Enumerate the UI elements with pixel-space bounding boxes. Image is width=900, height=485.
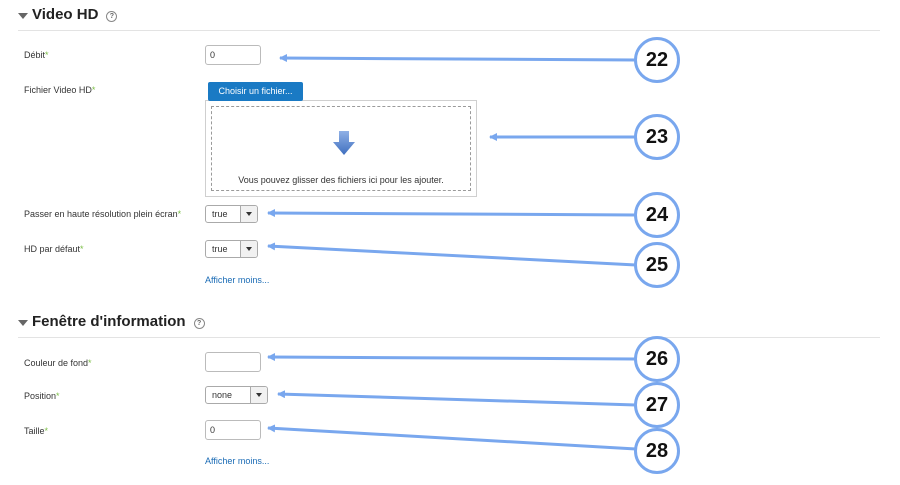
debit-label: Débit* xyxy=(24,50,49,60)
couleur-input[interactable] xyxy=(205,352,261,372)
section-header-video-hd[interactable]: Video HD ? xyxy=(18,6,118,23)
required-marker: * xyxy=(177,209,182,219)
position-label: Position* xyxy=(24,391,60,401)
callout-26: 26 xyxy=(634,336,680,382)
callout-25: 25 xyxy=(634,242,680,288)
chevron-down-icon xyxy=(246,212,252,216)
arrow-24 xyxy=(267,209,638,218)
debit-input[interactable]: 0 xyxy=(205,45,261,65)
select-value: true xyxy=(212,209,228,219)
required-marker: * xyxy=(56,391,60,401)
select-toggle[interactable] xyxy=(250,387,267,403)
required-marker: * xyxy=(80,244,84,254)
taille-label: Taille* xyxy=(24,426,49,436)
section-divider xyxy=(18,337,880,338)
hd-defaut-select[interactable]: true xyxy=(205,240,258,258)
position-select[interactable]: none xyxy=(205,386,268,404)
file-drop-zone[interactable]: Vous pouvez glisser des fichiers ici pou… xyxy=(211,106,471,191)
select-toggle[interactable] xyxy=(240,206,257,222)
arrow-27 xyxy=(277,390,638,407)
chevron-down-icon xyxy=(246,247,252,251)
chevron-down-icon xyxy=(256,393,262,397)
choose-file-button[interactable]: Choisir un fichier... xyxy=(208,82,303,101)
drop-hint-text: Vous pouvez glisser des fichiers ici pou… xyxy=(238,175,444,185)
callout-28: 28 xyxy=(634,428,680,474)
required-marker: * xyxy=(91,85,96,95)
callout-27: 27 xyxy=(634,382,680,428)
file-drop-area[interactable]: Vous pouvez glisser des fichiers ici pou… xyxy=(205,100,477,197)
caret-down-icon[interactable] xyxy=(18,319,28,326)
select-value: none xyxy=(212,390,233,400)
required-marker: * xyxy=(88,358,92,368)
section-divider xyxy=(18,30,880,31)
section-header-fenetre[interactable]: Fenêtre d'information ? xyxy=(18,313,205,330)
callout-23: 23 xyxy=(634,114,680,160)
select-value: true xyxy=(212,244,228,254)
fichier-label: Fichier Video HD* xyxy=(24,85,96,95)
plein-ecran-label: Passer en haute résolution plein écran* xyxy=(24,209,182,219)
help-icon[interactable]: ? xyxy=(193,317,205,329)
help-icon[interactable]: ? xyxy=(106,10,118,22)
arrow-28 xyxy=(267,424,638,451)
hd-defaut-label: HD par défaut* xyxy=(24,244,84,254)
arrow-26 xyxy=(267,353,638,362)
section-title: Fenêtre d'information xyxy=(32,313,186,330)
plein-ecran-select[interactable]: true xyxy=(205,205,258,223)
callout-24: 24 xyxy=(634,192,680,238)
down-arrow-icon xyxy=(333,131,355,155)
required-marker: * xyxy=(44,426,49,436)
couleur-label: Couleur de fond* xyxy=(24,358,92,368)
arrow-25 xyxy=(267,242,638,267)
show-less-link[interactable]: Afficher moins... xyxy=(205,456,270,466)
taille-input[interactable]: 0 xyxy=(205,420,261,440)
show-less-link[interactable]: Afficher moins... xyxy=(205,275,270,285)
arrow-22 xyxy=(279,54,638,63)
section-title: Video HD xyxy=(32,6,99,23)
caret-down-icon[interactable] xyxy=(18,12,28,19)
select-toggle[interactable] xyxy=(240,241,257,257)
callout-22: 22 xyxy=(634,37,680,83)
required-marker: * xyxy=(45,50,49,60)
